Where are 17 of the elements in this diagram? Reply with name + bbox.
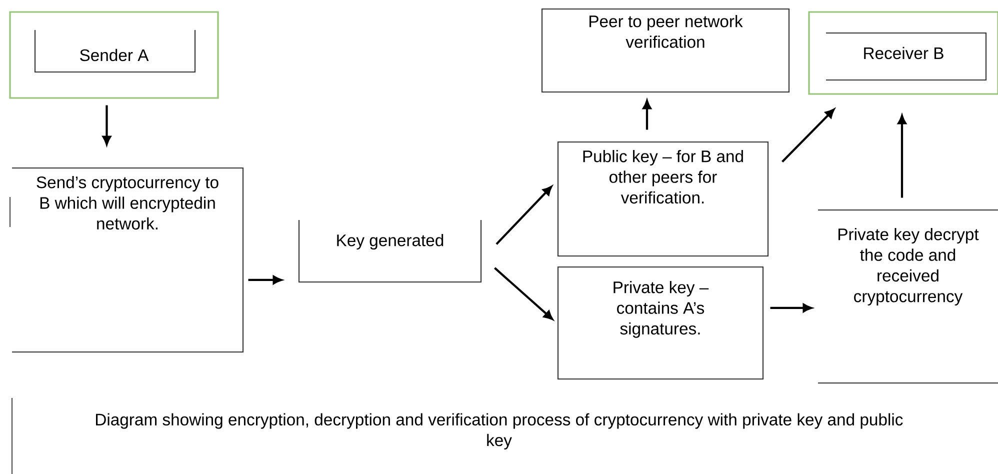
process-box: Private key – contains A’s signatures. — [557, 266, 764, 380]
process-box: Sender A — [9, 11, 219, 99]
process-box: Public key – for B and other peers for verification. — [557, 141, 769, 257]
process-box: Private key decrypt the code and received cryptocurrency — [817, 209, 998, 384]
arrow — [102, 105, 112, 146]
arrow — [248, 276, 282, 284]
arrow — [770, 304, 812, 312]
arrow — [494, 267, 554, 320]
arrow — [642, 100, 652, 130]
process-box: Send’s cryptocurrency to B which will encryptedin network. — [12, 167, 244, 353]
process-box: Key generated — [298, 220, 482, 283]
process-box: Receiver B — [808, 11, 998, 95]
arrow — [496, 186, 552, 245]
arrow — [782, 108, 835, 162]
process-box: Peer to peer network verification — [541, 8, 790, 93]
caption: Diagram showing encryption, decryption and verification process of cryptocurrency with private key and public key — [96, 413, 903, 450]
arrow — [898, 114, 906, 198]
